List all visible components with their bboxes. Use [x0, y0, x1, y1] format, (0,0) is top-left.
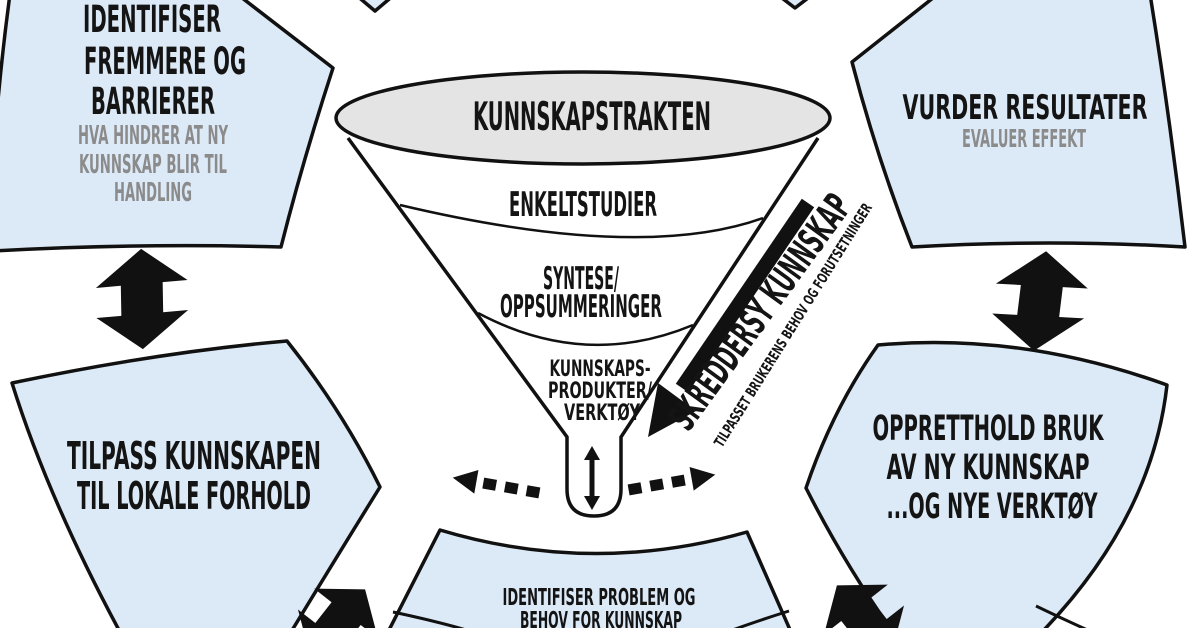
- segment-bottom-left-shape: [10, 339, 382, 628]
- cycle-arrow-bottom-right: [823, 584, 905, 628]
- funnel-level-3a: KUNNSKAPS-: [550, 357, 651, 382]
- cycle-arrow-left: [95, 248, 189, 350]
- segment-top-center-tip-right: [781, 0, 809, 10]
- cycle-arrow-bottom-left: [297, 588, 379, 628]
- funnel-level-2a: SYNTESE/: [543, 261, 619, 297]
- segment-top-left-title-3: BARRIERER: [91, 80, 215, 123]
- segment-top-left: IDENTIFISER FREMMERE OG BARRIERER HVA HI…: [0, 0, 335, 253]
- segment-bottom-center-title-2: BEHOV FOR KUNNSKAP: [520, 608, 682, 628]
- tailor-arrow-shaft: [675, 198, 815, 393]
- segment-bottom-right-shape: [804, 340, 1169, 628]
- funnel-level-2b: OPPSUMMERINGER: [500, 289, 662, 325]
- segment-top-left-title-2: FREMMERE OG: [84, 40, 246, 83]
- funnel-title: KUNNSKAPSTRAKTEN: [473, 95, 711, 140]
- funnel-output-arrow-left: [452, 470, 541, 499]
- segment-bottom-center-title-1: IDENTIFISER PROBLEM OG: [503, 585, 696, 611]
- knowledge-funnel: KUNNSKAPSTRAKTEN ENKELTSTUDIER SYNTESE/ …: [334, 70, 832, 518]
- segment-bottom-left: TILPASS KUNNSKAPEN TIL LOKALE FORHOLD: [10, 339, 382, 628]
- segment-top-left-title-1: IDENTIFISER: [83, 0, 221, 41]
- segment-bottom-center: IDENTIFISER PROBLEM OG BEHOV FOR KUNNSKA…: [388, 528, 792, 628]
- funnel-divider-2: [477, 311, 694, 347]
- tailor-arrow-head: [648, 383, 696, 437]
- segment-bottom-right: OPPRETTHOLD BRUK AV NY KUNNSKAP ...OG NY…: [804, 340, 1169, 628]
- funnel-level-1: ENKELTSTUDIER: [509, 185, 657, 225]
- segment-bottom-left-title-2: TIL LOKALE FORHOLD: [77, 474, 311, 518]
- funnel-spout-arrow: [584, 446, 600, 510]
- segment-top-right: VURDER RESULTATER EVALUER EFFEKT: [850, 0, 1187, 249]
- segment-bottom-left-title-1: TILPASS KUNNSKAPEN: [67, 434, 321, 478]
- segment-top-left-shape: [0, 0, 335, 253]
- segment-bottom-right-title-3: ...OG NYE VERKTØY: [887, 487, 1098, 527]
- segment-top-center-tip-left: [359, 0, 391, 13]
- segment-top-right-sub: EVALUER EFFEKT: [962, 124, 1086, 153]
- segment-bottom-right-outer-arc: [1035, 604, 1087, 628]
- funnel-level-3b: PRODUKTER/: [548, 379, 653, 404]
- funnel-level-3c: VERKTØY: [564, 401, 641, 426]
- segment-top-right-title: VURDER RESULTATER: [903, 88, 1148, 128]
- segment-bottom-center-shape: [388, 528, 792, 628]
- segment-bottom-right-title-2: AV NY KUNNSKAP: [887, 448, 1090, 488]
- segment-bottom-center-inner-arc-right: [733, 609, 790, 628]
- cycle-arrow-right: [992, 251, 1088, 351]
- segment-top-left-sub-2: KUNNSKAP BLIR TIL: [79, 150, 227, 180]
- funnel-divider-1: [399, 203, 764, 239]
- funnel-output-arrow-right: [627, 467, 716, 496]
- segment-bottom-right-title-1: OPPRETTHOLD BRUK: [873, 409, 1105, 449]
- funnel-body-outline: [346, 136, 820, 518]
- segment-top-left-sub-3: HANDLING: [114, 178, 192, 208]
- segment-top-right-shape: [850, 0, 1187, 249]
- segment-top-left-sub-1: HVA HINDRER AT NY: [78, 121, 229, 151]
- funnel-top-ellipse: [334, 70, 832, 166]
- segment-bottom-center-inner-arc-left: [392, 610, 465, 628]
